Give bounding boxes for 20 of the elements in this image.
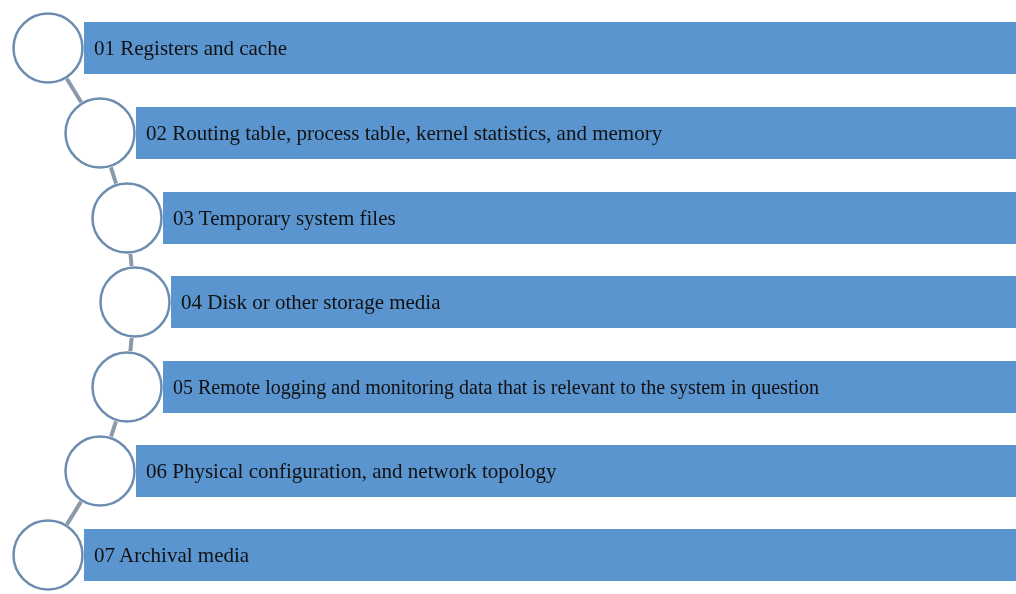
connector-line <box>65 500 83 526</box>
item-label: 03 Temporary system files <box>173 205 396 231</box>
item-label: 05 Remote logging and monitoring data that is relevant to the system in question <box>173 375 819 399</box>
list-bar <box>136 107 1016 159</box>
list-bar <box>163 192 1016 244</box>
item-label: 01 Registers and cache <box>94 35 287 61</box>
connector-line <box>128 253 134 267</box>
connector-line <box>109 420 118 438</box>
item-label: 07 Archival media <box>94 542 250 568</box>
connector-line <box>128 337 134 352</box>
connector-line <box>65 77 83 104</box>
list-bar <box>84 22 1016 74</box>
item-label: 04 Disk or other storage media <box>181 289 441 315</box>
list-bar <box>163 361 1016 413</box>
list-bar <box>171 276 1016 328</box>
list-bar <box>136 445 1016 497</box>
item-label: 02 Routing table, process table, kernel statistics, and memory <box>146 120 663 146</box>
connector-line <box>109 166 118 185</box>
list-bar <box>84 529 1016 581</box>
item-label: 06 Physical configuration, and network topology <box>146 458 557 484</box>
